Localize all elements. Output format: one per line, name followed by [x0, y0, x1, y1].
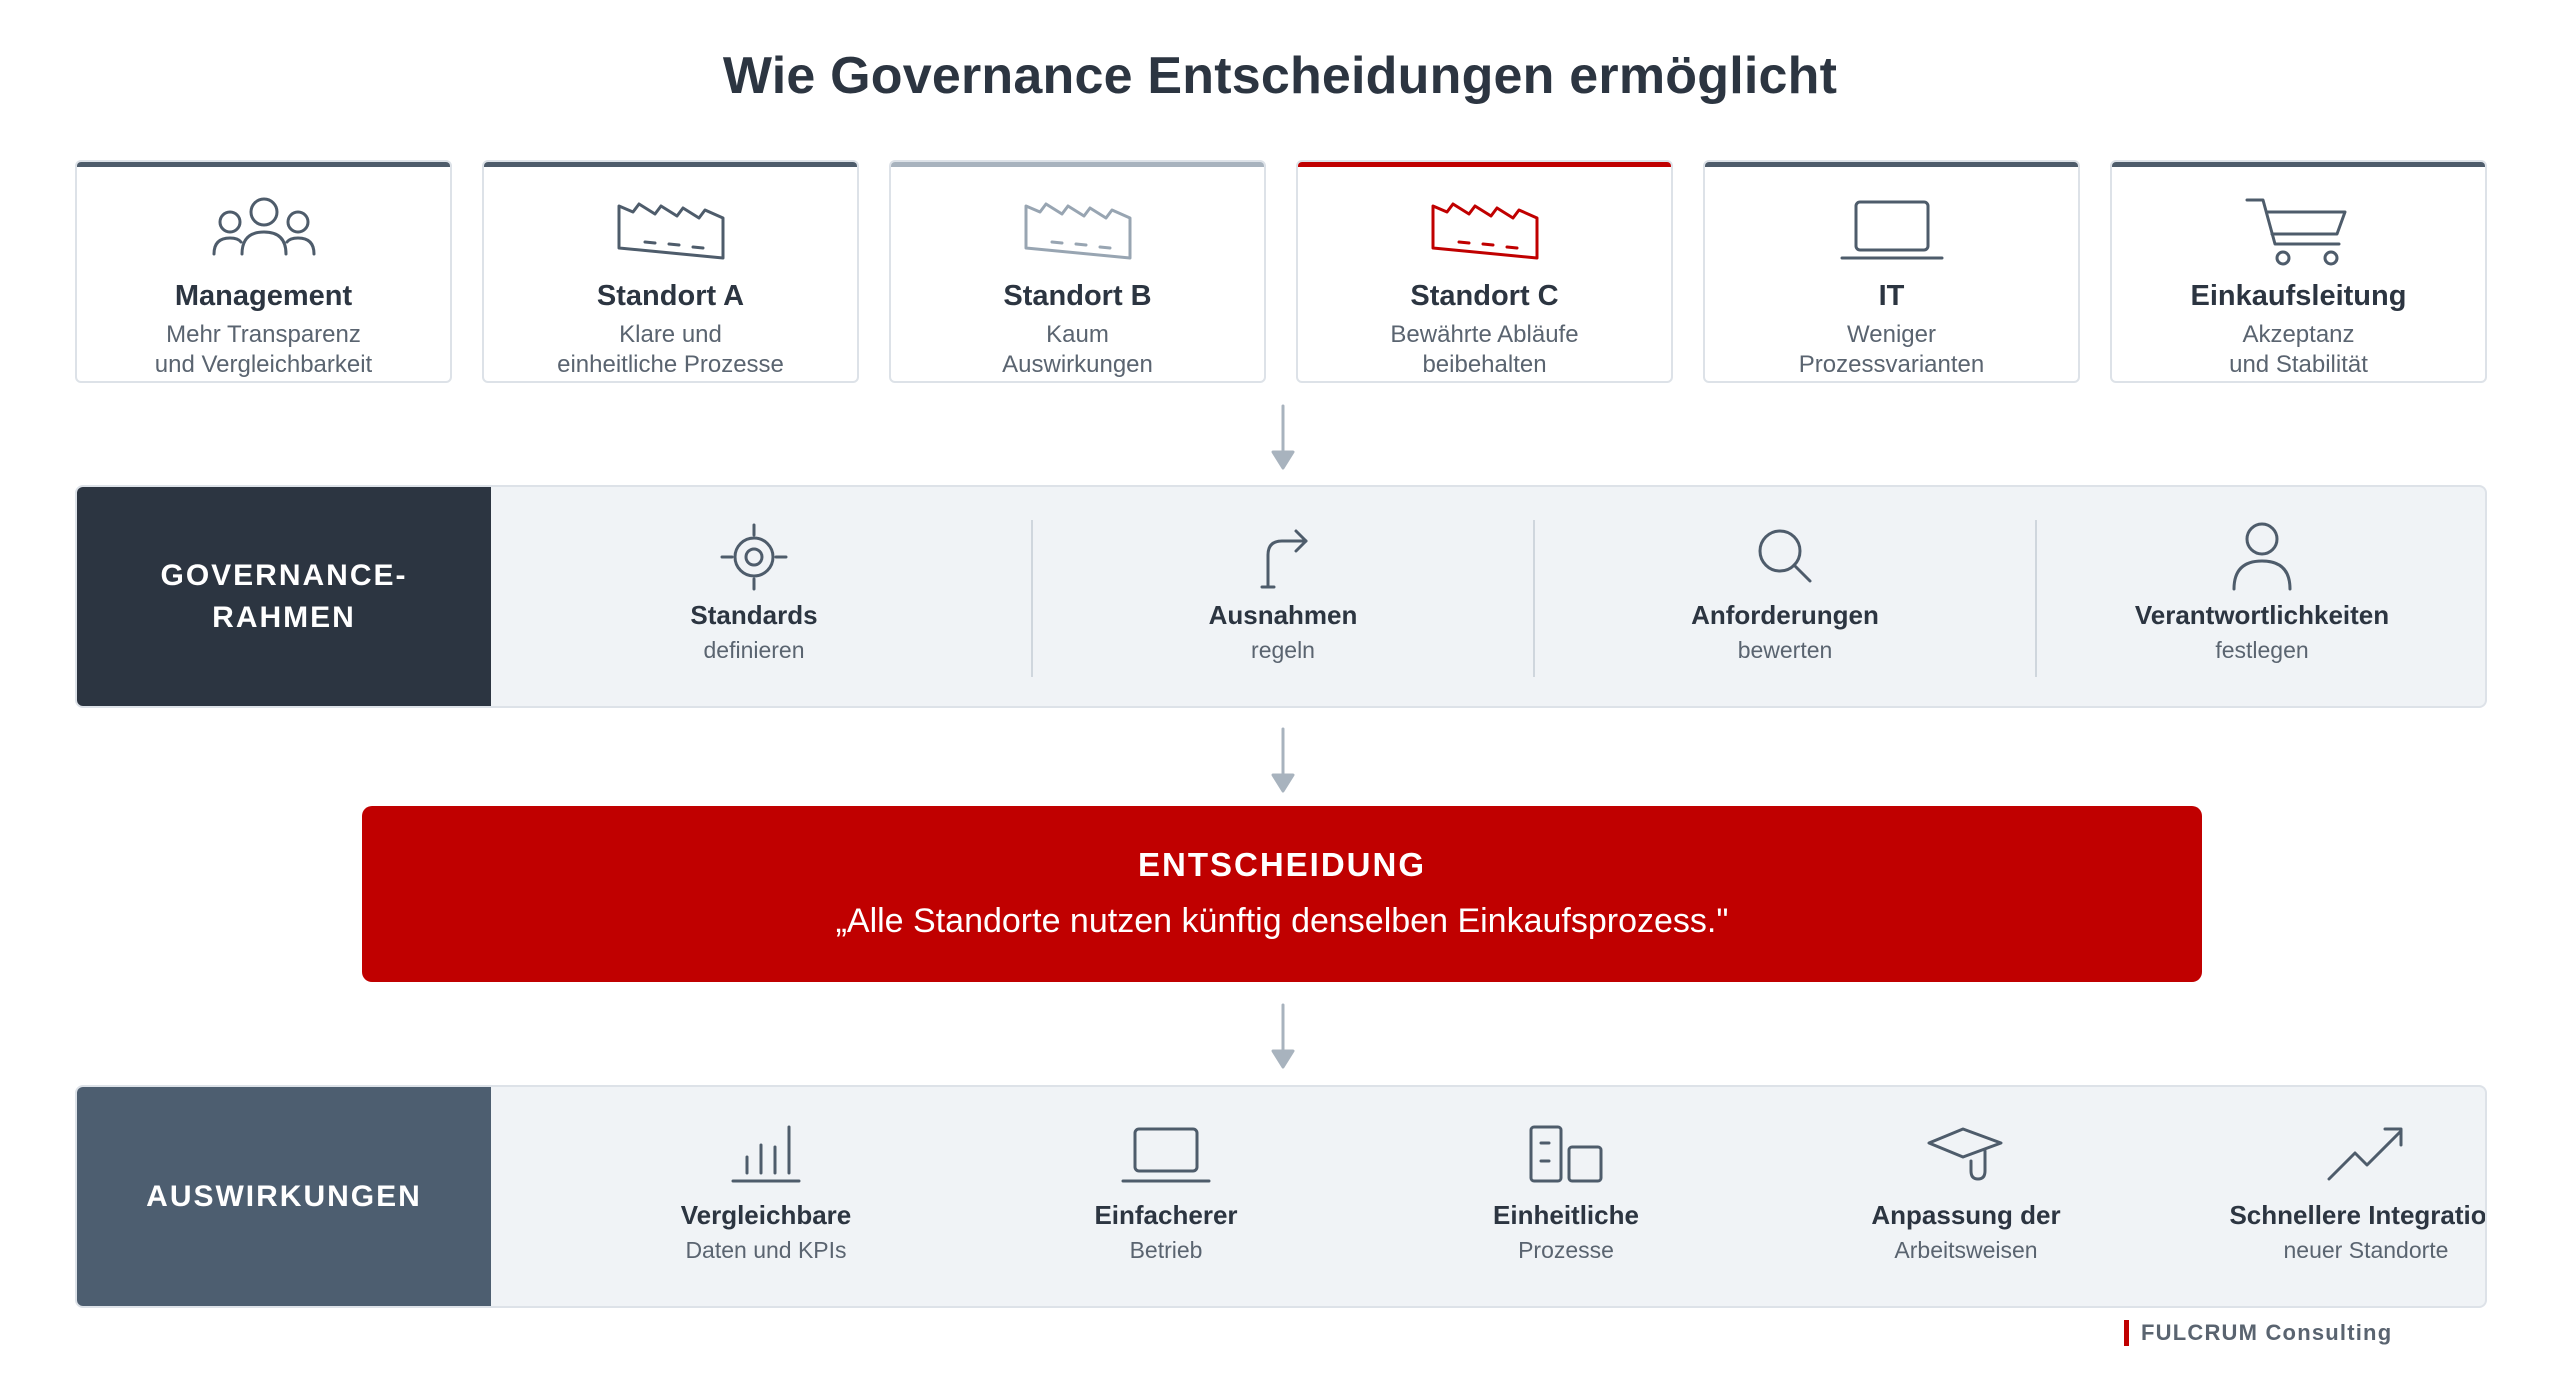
process-boxes-icon	[1521, 1117, 1611, 1197]
governance-item-name: Verantwortlichkeiten	[2134, 600, 2390, 630]
impact-item-name: Schnellere Integration	[2229, 1200, 2487, 1230]
card-top-bar	[1705, 162, 2078, 167]
card-description: Akzeptanz und Stabilität	[2112, 320, 2485, 380]
card-description: Bewährte Abläufe beibehalten	[1298, 320, 1671, 380]
card-desc-line2: und Stabilität	[2229, 351, 2368, 378]
card-desc-line1: Klare und	[619, 321, 722, 348]
impact-item-name: Vergleichbare	[680, 1200, 852, 1230]
card-description: Mehr Transparenz und Vergleichbarkeit	[77, 320, 450, 380]
card-desc-line1: Mehr Transparenz	[166, 321, 361, 348]
governance-item-sub: regeln	[1251, 637, 1315, 663]
bar-chart-icon	[721, 1117, 811, 1197]
card-standort-b: Standort B Kaum Auswirkungen	[889, 160, 1266, 383]
card-desc-line2: einheitliche Prozesse	[557, 351, 784, 378]
governance-label-line2: RAHMEN	[212, 600, 356, 634]
card-name: Einkaufsleitung	[2190, 280, 2407, 312]
card-name: Standort B	[1003, 280, 1152, 312]
card-description: Kaum Auswirkungen	[891, 320, 1264, 380]
down-arrow-icon	[1268, 1003, 1298, 1073]
impact-item-einfacherer: Einfacherer Betrieb	[966, 1087, 1366, 1306]
impact-item-sub: Arbeitsweisen	[1894, 1237, 2038, 1263]
impact-item-anpassung: Anpassung der Arbeitsweisen	[1766, 1087, 2166, 1306]
shopping-cart-icon	[2239, 192, 2359, 272]
divider	[2035, 520, 2037, 677]
governance-item-verantwortlichkeiten: Verantwortlichkeiten festlegen	[2037, 487, 2485, 706]
governance-item-name: Ausnahmen	[1208, 600, 1358, 630]
card-top-bar	[77, 162, 450, 167]
impact-item-integration: Schnellere Integration neuer Standorte	[2166, 1087, 2487, 1306]
governance-item-sub: festlegen	[2215, 637, 2309, 663]
divider	[1031, 520, 1033, 677]
card-desc-line2: Prozessvarianten	[1798, 351, 1985, 378]
governance-item-anforderungen: Anforderungen bewerten	[1535, 487, 2035, 706]
impact-item-name: Einheitliche	[1493, 1200, 1639, 1230]
people-group-icon	[204, 192, 324, 272]
brand-name: FULCRUM Consulting	[2141, 1320, 2393, 1345]
impact-item-sub: Prozesse	[1518, 1237, 1614, 1263]
card-desc-line1: Kaum	[1046, 321, 1109, 348]
card-description: Weniger Prozessvarianten	[1705, 320, 2078, 380]
governance-label: GOVERNANCE- RAHMEN	[77, 487, 491, 706]
governance-band: GOVERNANCE- RAHMEN Standards definieren …	[75, 485, 2487, 708]
impact-item-einheitliche: Einheitliche Prozesse	[1366, 1087, 1766, 1306]
card-top-bar	[2112, 162, 2485, 167]
impact-item-name: Anpassung der	[1871, 1200, 2061, 1230]
card-description: Klare und einheitliche Prozesse	[484, 320, 857, 380]
card-desc-line2: und Vergleichbarkeit	[154, 351, 373, 378]
decision-label: ENTSCHEIDUNG	[1137, 846, 1427, 883]
card-it: IT Weniger Prozessvarianten	[1703, 160, 2080, 383]
card-name: Standort A	[596, 280, 745, 312]
card-name: IT	[1878, 280, 1905, 312]
governance-item-standards: Standards definieren	[491, 487, 1017, 706]
divider	[1533, 520, 1535, 677]
down-arrow-icon	[1268, 727, 1298, 797]
graduation-cap-icon	[1921, 1117, 2011, 1197]
governance-item-name: Anforderungen	[1691, 600, 1879, 630]
governance-item-sub: definieren	[703, 637, 805, 663]
impact-item-sub: neuer Standorte	[2283, 1237, 2449, 1263]
impact-item-sub: Betrieb	[1129, 1237, 1203, 1263]
impact-item-vergleichbare: Vergleichbare Daten und KPIs	[566, 1087, 966, 1306]
factory-icon	[1018, 192, 1138, 272]
trend-up-icon	[2321, 1117, 2411, 1197]
governance-item-sub: bewerten	[1737, 637, 1833, 663]
decision-box: ENTSCHEIDUNG „Alle Standorte nutzen künf…	[362, 806, 2202, 982]
card-standort-c: Standort C Bewährte Abläufe beibehalten	[1296, 160, 1673, 383]
turn-arrow-icon	[1238, 517, 1328, 597]
impact-item-name: Einfacherer	[1094, 1200, 1238, 1230]
card-name: Management	[174, 280, 353, 312]
impacts-band: AUSWIRKUNGEN Vergleichbare Daten und KPI…	[75, 1085, 2487, 1308]
factory-icon	[611, 192, 731, 272]
card-top-bar	[891, 162, 1264, 167]
decision-quote: „Alle Standorte nutzen künftig denselben…	[835, 902, 1729, 940]
brand-mark	[2124, 1320, 2129, 1346]
card-desc-line2: beibehalten	[1422, 351, 1547, 378]
impacts-label: AUSWIRKUNGEN	[77, 1087, 491, 1306]
brand-footer: FULCRUM Consulting	[2124, 1318, 2392, 1348]
laptop-icon	[1121, 1117, 1211, 1197]
target-icon	[709, 517, 799, 597]
card-desc-line1: Weniger	[1847, 321, 1936, 348]
governance-label-line1: GOVERNANCE-	[160, 558, 408, 592]
card-management: Management Mehr Transparenz und Vergleic…	[75, 160, 452, 383]
person-icon	[2217, 517, 2307, 597]
factory-icon	[1425, 192, 1545, 272]
card-top-bar	[484, 162, 857, 167]
governance-item-ausnahmen: Ausnahmen regeln	[1033, 487, 1533, 706]
governance-item-name: Standards	[690, 600, 818, 630]
card-desc-line1: Akzeptanz	[2242, 321, 2355, 348]
card-name: Standort C	[1410, 280, 1559, 312]
magnifier-icon	[1740, 517, 1830, 597]
laptop-icon	[1832, 192, 1952, 272]
impact-item-sub: Daten und KPIs	[685, 1237, 847, 1263]
down-arrow-icon	[1268, 404, 1298, 474]
card-desc-line1: Bewährte Abläufe	[1390, 321, 1579, 348]
page-title: Wie Governance Entscheidungen ermöglicht	[722, 47, 1838, 105]
card-desc-line2: Auswirkungen	[1002, 351, 1153, 378]
card-top-bar	[1298, 162, 1671, 167]
card-einkaufsleitung: Einkaufsleitung Akzeptanz und Stabilität	[2110, 160, 2487, 383]
card-standort-a: Standort A Klare und einheitliche Prozes…	[482, 160, 859, 383]
